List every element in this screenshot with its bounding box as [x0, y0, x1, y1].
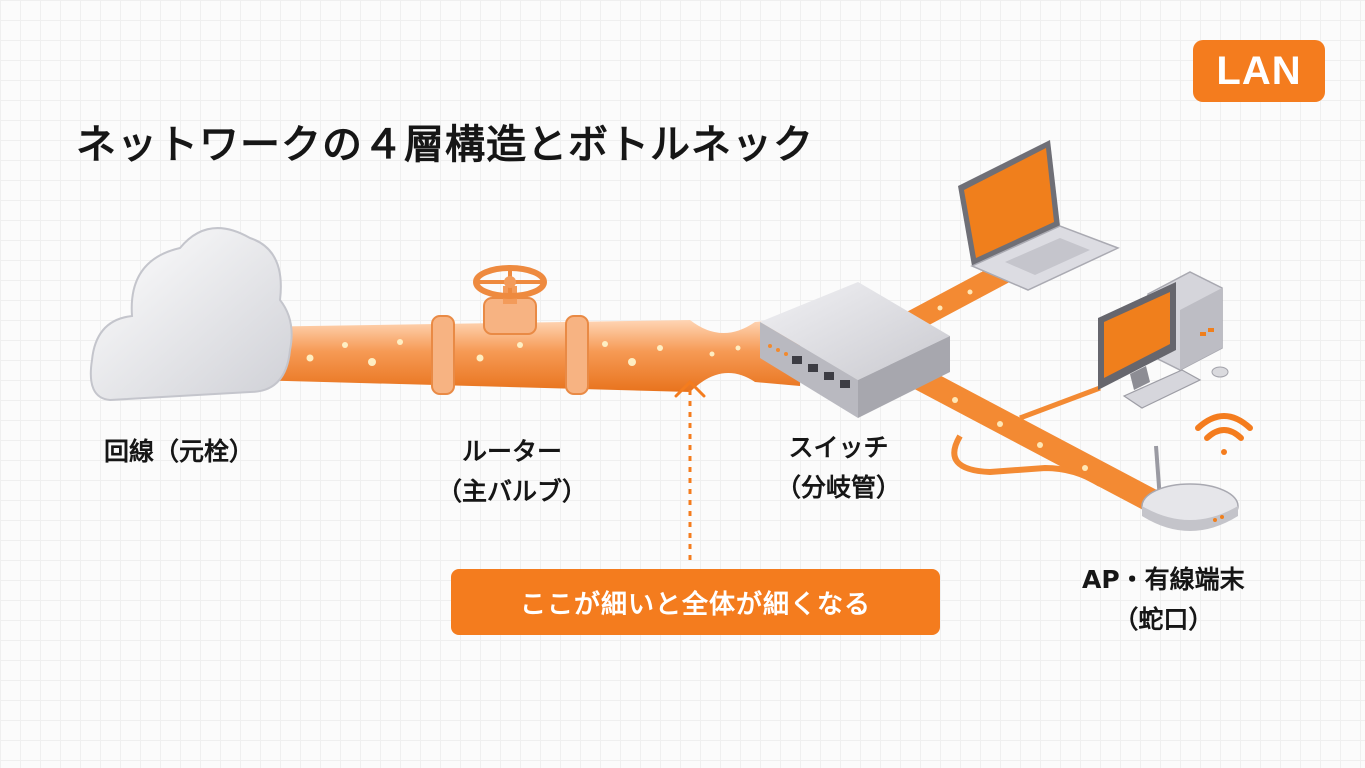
- line-label: 回線（元栓）: [104, 437, 255, 466]
- main-pipe: [178, 315, 800, 395]
- page-title: ネットワークの４層構造とボトルネック: [76, 122, 814, 168]
- bottleneck-callout: ここが細いと全体が細くなる: [451, 569, 940, 635]
- arrow-up-icon: [674, 379, 706, 560]
- access-point-icon: [1141, 445, 1239, 531]
- cloud-icon: [89, 227, 293, 402]
- switch-icon: [760, 282, 950, 418]
- desktop-pc-icon: [1098, 271, 1229, 409]
- branch-cables: [889, 261, 1162, 512]
- switch-label: スイッチ （分岐管）: [776, 433, 902, 502]
- wifi-icon: [1195, 413, 1253, 455]
- router-label: ルーター （主バルブ）: [437, 437, 588, 506]
- valve-icon: [473, 265, 547, 335]
- laptop-icon: [958, 140, 1120, 291]
- lan-badge: LAN: [1193, 40, 1325, 102]
- endpoint-label: AP・有線端末 （蛇口）: [1082, 565, 1245, 634]
